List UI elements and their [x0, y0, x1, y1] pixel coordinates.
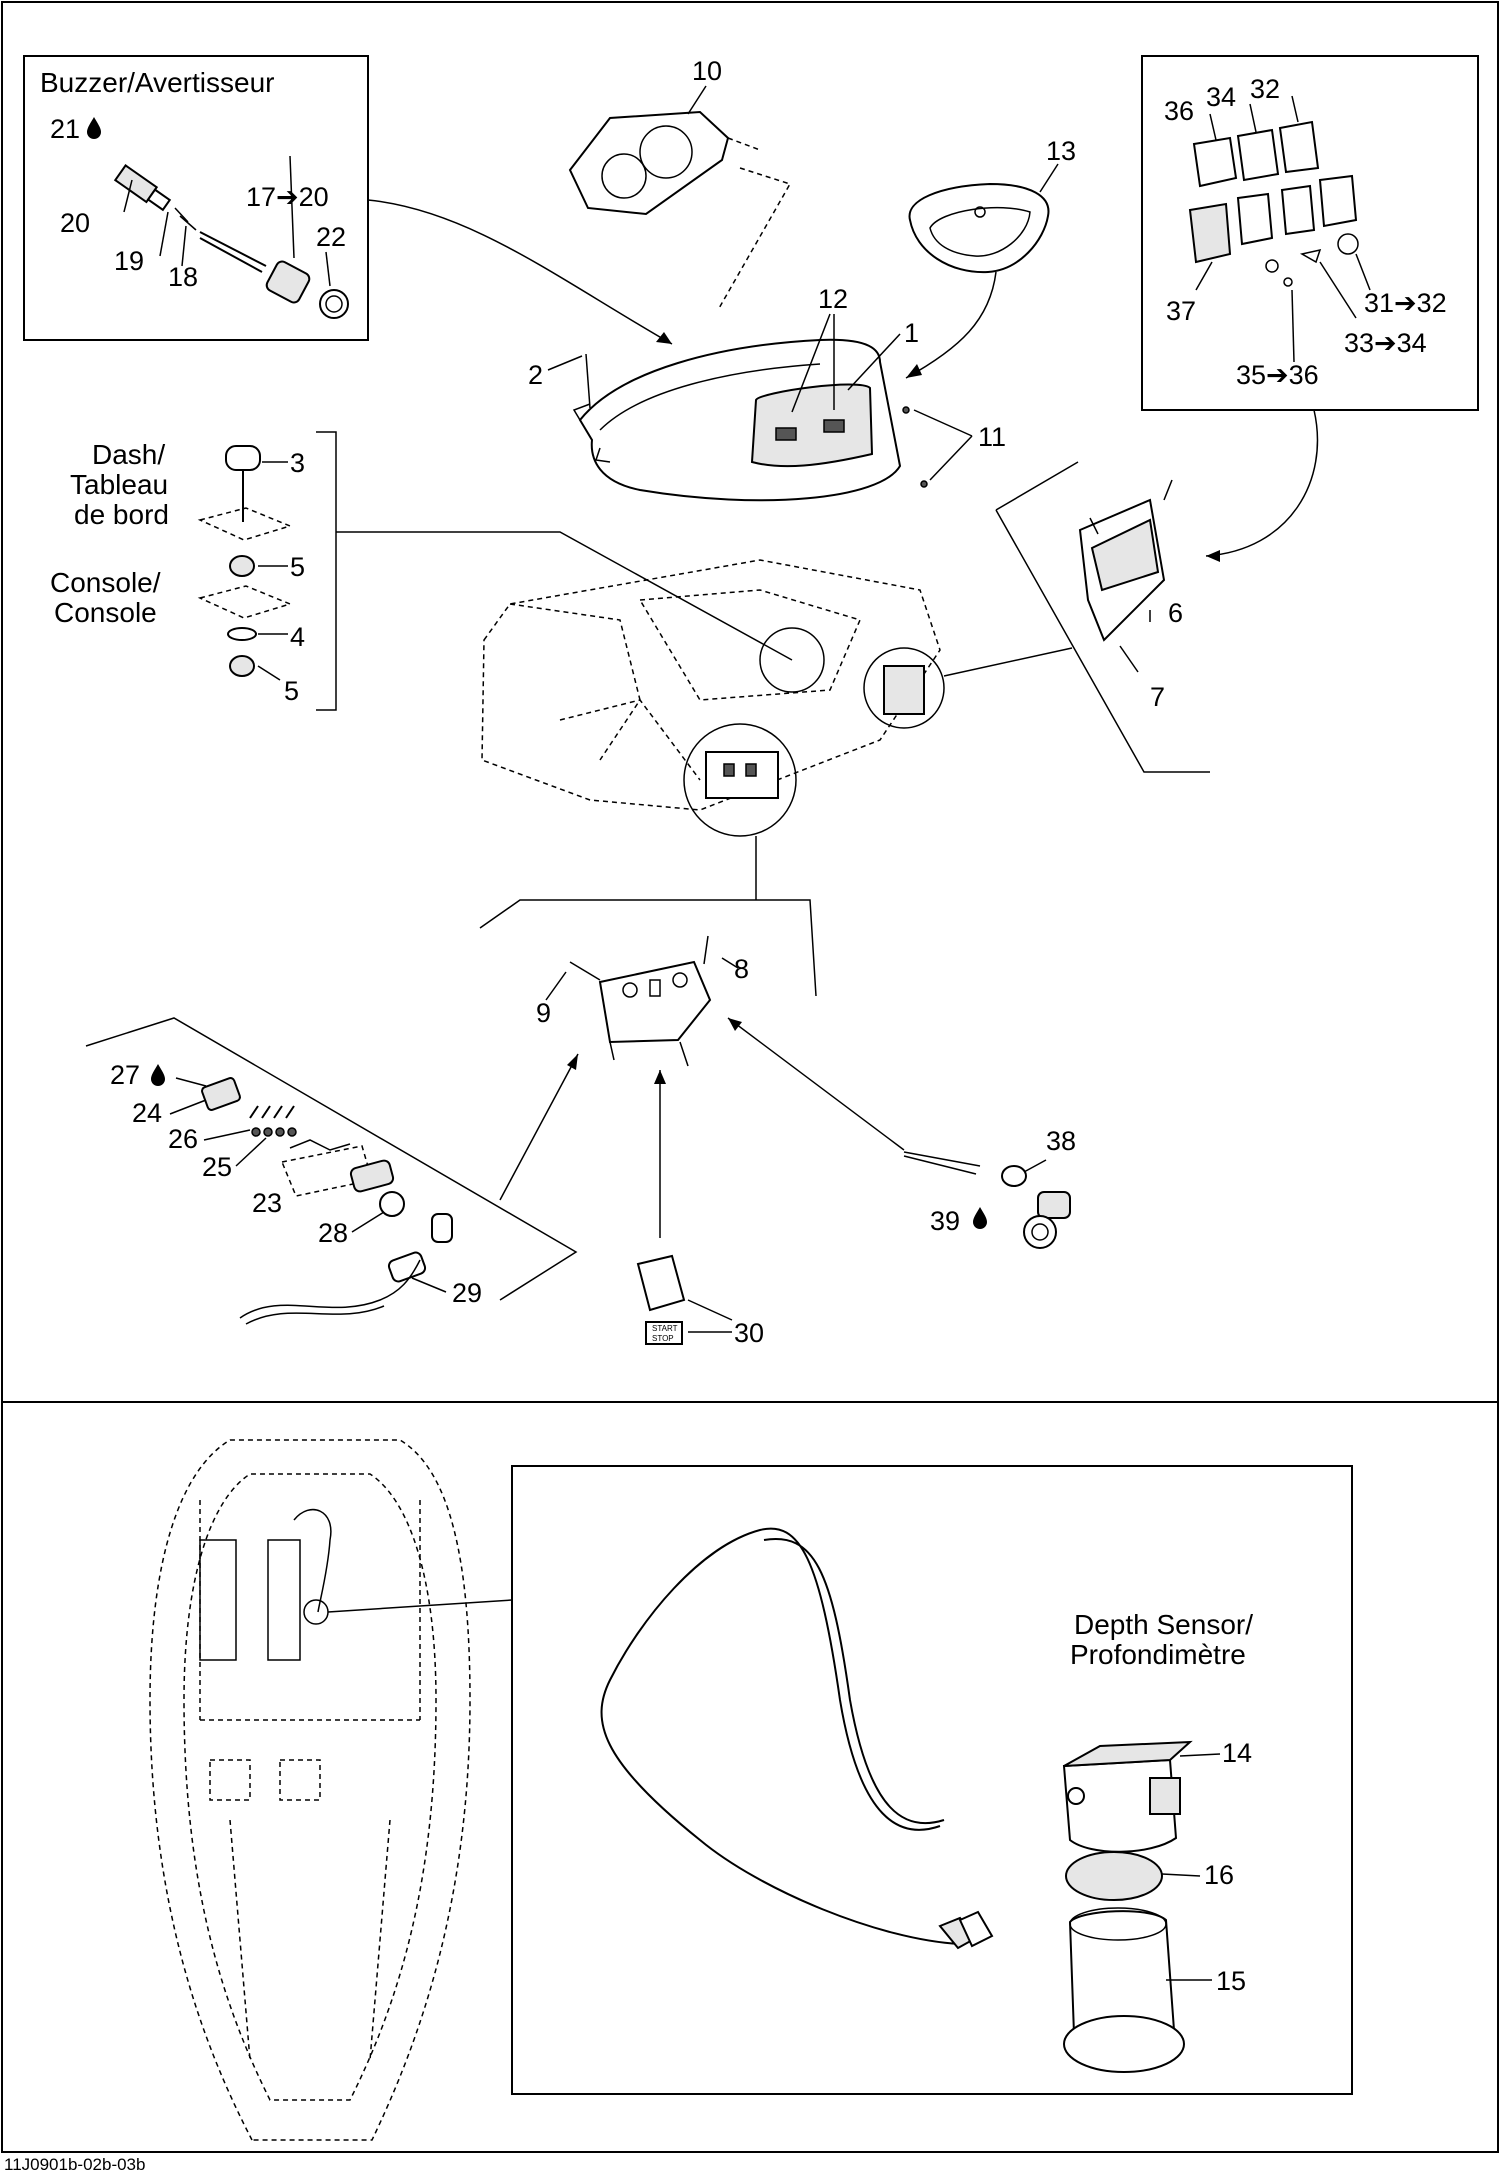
fastener-stack: Dash/ Tableau de bord Console/ Console	[50, 431, 337, 711]
part-label-13: 13	[1046, 136, 1076, 166]
part-label-17: 17➔20	[246, 182, 329, 212]
lanyard-assembly	[85, 1017, 578, 1325]
part-label-6: 6	[1168, 598, 1183, 628]
depth-sensor-inset: Depth Sensor/ Profondimètre	[511, 1465, 1353, 2095]
part-label-39: 39	[930, 1206, 960, 1236]
drop-icon	[87, 117, 101, 139]
part-label-7: 7	[1150, 682, 1165, 712]
part-label-10: 10	[692, 56, 722, 86]
dash-caption-line3: de bord	[74, 499, 169, 530]
part-label-5a: 5	[290, 552, 305, 582]
part-label-15: 15	[1216, 1966, 1246, 1996]
dash-caption-line2: Tableau	[70, 469, 168, 500]
part-labels: 1 2 3 4 5 5 6 7 8 9 10 11 12 13 14 15 16…	[50, 56, 1447, 1996]
gauge-cluster	[568, 110, 792, 311]
part-label-30: 30	[734, 1318, 764, 1348]
depth-caption-line2: Profondimètre	[1070, 1639, 1246, 1670]
hull-top-view	[149, 1439, 513, 2141]
drop-icon	[151, 1064, 165, 1086]
console-body	[479, 559, 945, 997]
part-label-2: 2	[528, 360, 543, 390]
part-label-21: 21	[50, 114, 80, 144]
switch-panel	[995, 461, 1210, 773]
power-outlet	[903, 1151, 1071, 1249]
part-label-22: 22	[316, 222, 346, 252]
depth-caption-line1: Depth Sensor/	[1074, 1609, 1253, 1640]
part-label-32: 32	[1250, 74, 1280, 104]
drop-icon	[973, 1207, 987, 1229]
part-label-3: 3	[290, 448, 305, 478]
lower-panel	[545, 935, 739, 1067]
bezel	[905, 182, 1050, 379]
part-label-4: 4	[290, 622, 305, 652]
console-caption-line1: Console/	[50, 567, 161, 598]
part-label-35: 35➔36	[1236, 360, 1319, 390]
part-label-29: 29	[452, 1278, 482, 1308]
part-label-36: 36	[1164, 96, 1194, 126]
part-label-31: 31➔32	[1364, 288, 1447, 318]
part-label-37: 37	[1166, 296, 1196, 326]
part-label-11: 11	[978, 422, 1006, 452]
start-stop-switch: START STOP	[636, 1254, 733, 1345]
part-label-38: 38	[1046, 1126, 1076, 1156]
part-label-26: 26	[168, 1124, 198, 1154]
part-label-16: 16	[1204, 1860, 1234, 1890]
buzzer-inset: Buzzer/Avertisseur	[23, 55, 369, 341]
buzzer-caption: Buzzer/Avertisseur	[40, 67, 274, 98]
part-label-24: 24	[132, 1098, 162, 1128]
part-label-27: 27	[110, 1060, 140, 1090]
part-label-28: 28	[318, 1218, 348, 1248]
part-label-20: 20	[60, 208, 90, 238]
dash-panel	[572, 338, 902, 502]
part-label-14: 14	[1222, 1738, 1252, 1768]
part-label-12: 12	[818, 284, 848, 314]
console-caption-line2: Console	[54, 597, 157, 628]
part-label-5b: 5	[284, 676, 299, 706]
part-label-19: 19	[114, 246, 144, 276]
start-label: START	[652, 1324, 678, 1333]
part-label-25: 25	[202, 1152, 232, 1182]
part-label-33: 33➔34	[1344, 328, 1427, 358]
part-label-23: 23	[252, 1188, 282, 1218]
drawing-reference: 11J0901b-02b-03b	[4, 2155, 145, 2174]
part-label-8: 8	[734, 954, 749, 984]
stop-label: STOP	[652, 1334, 674, 1343]
switch-inset	[1141, 55, 1479, 411]
dash-caption-line1: Dash/	[92, 439, 165, 470]
part-label-34: 34	[1206, 82, 1236, 112]
part-label-18: 18	[168, 262, 198, 292]
part-label-1: 1	[904, 318, 919, 348]
part-label-9: 9	[536, 998, 551, 1028]
